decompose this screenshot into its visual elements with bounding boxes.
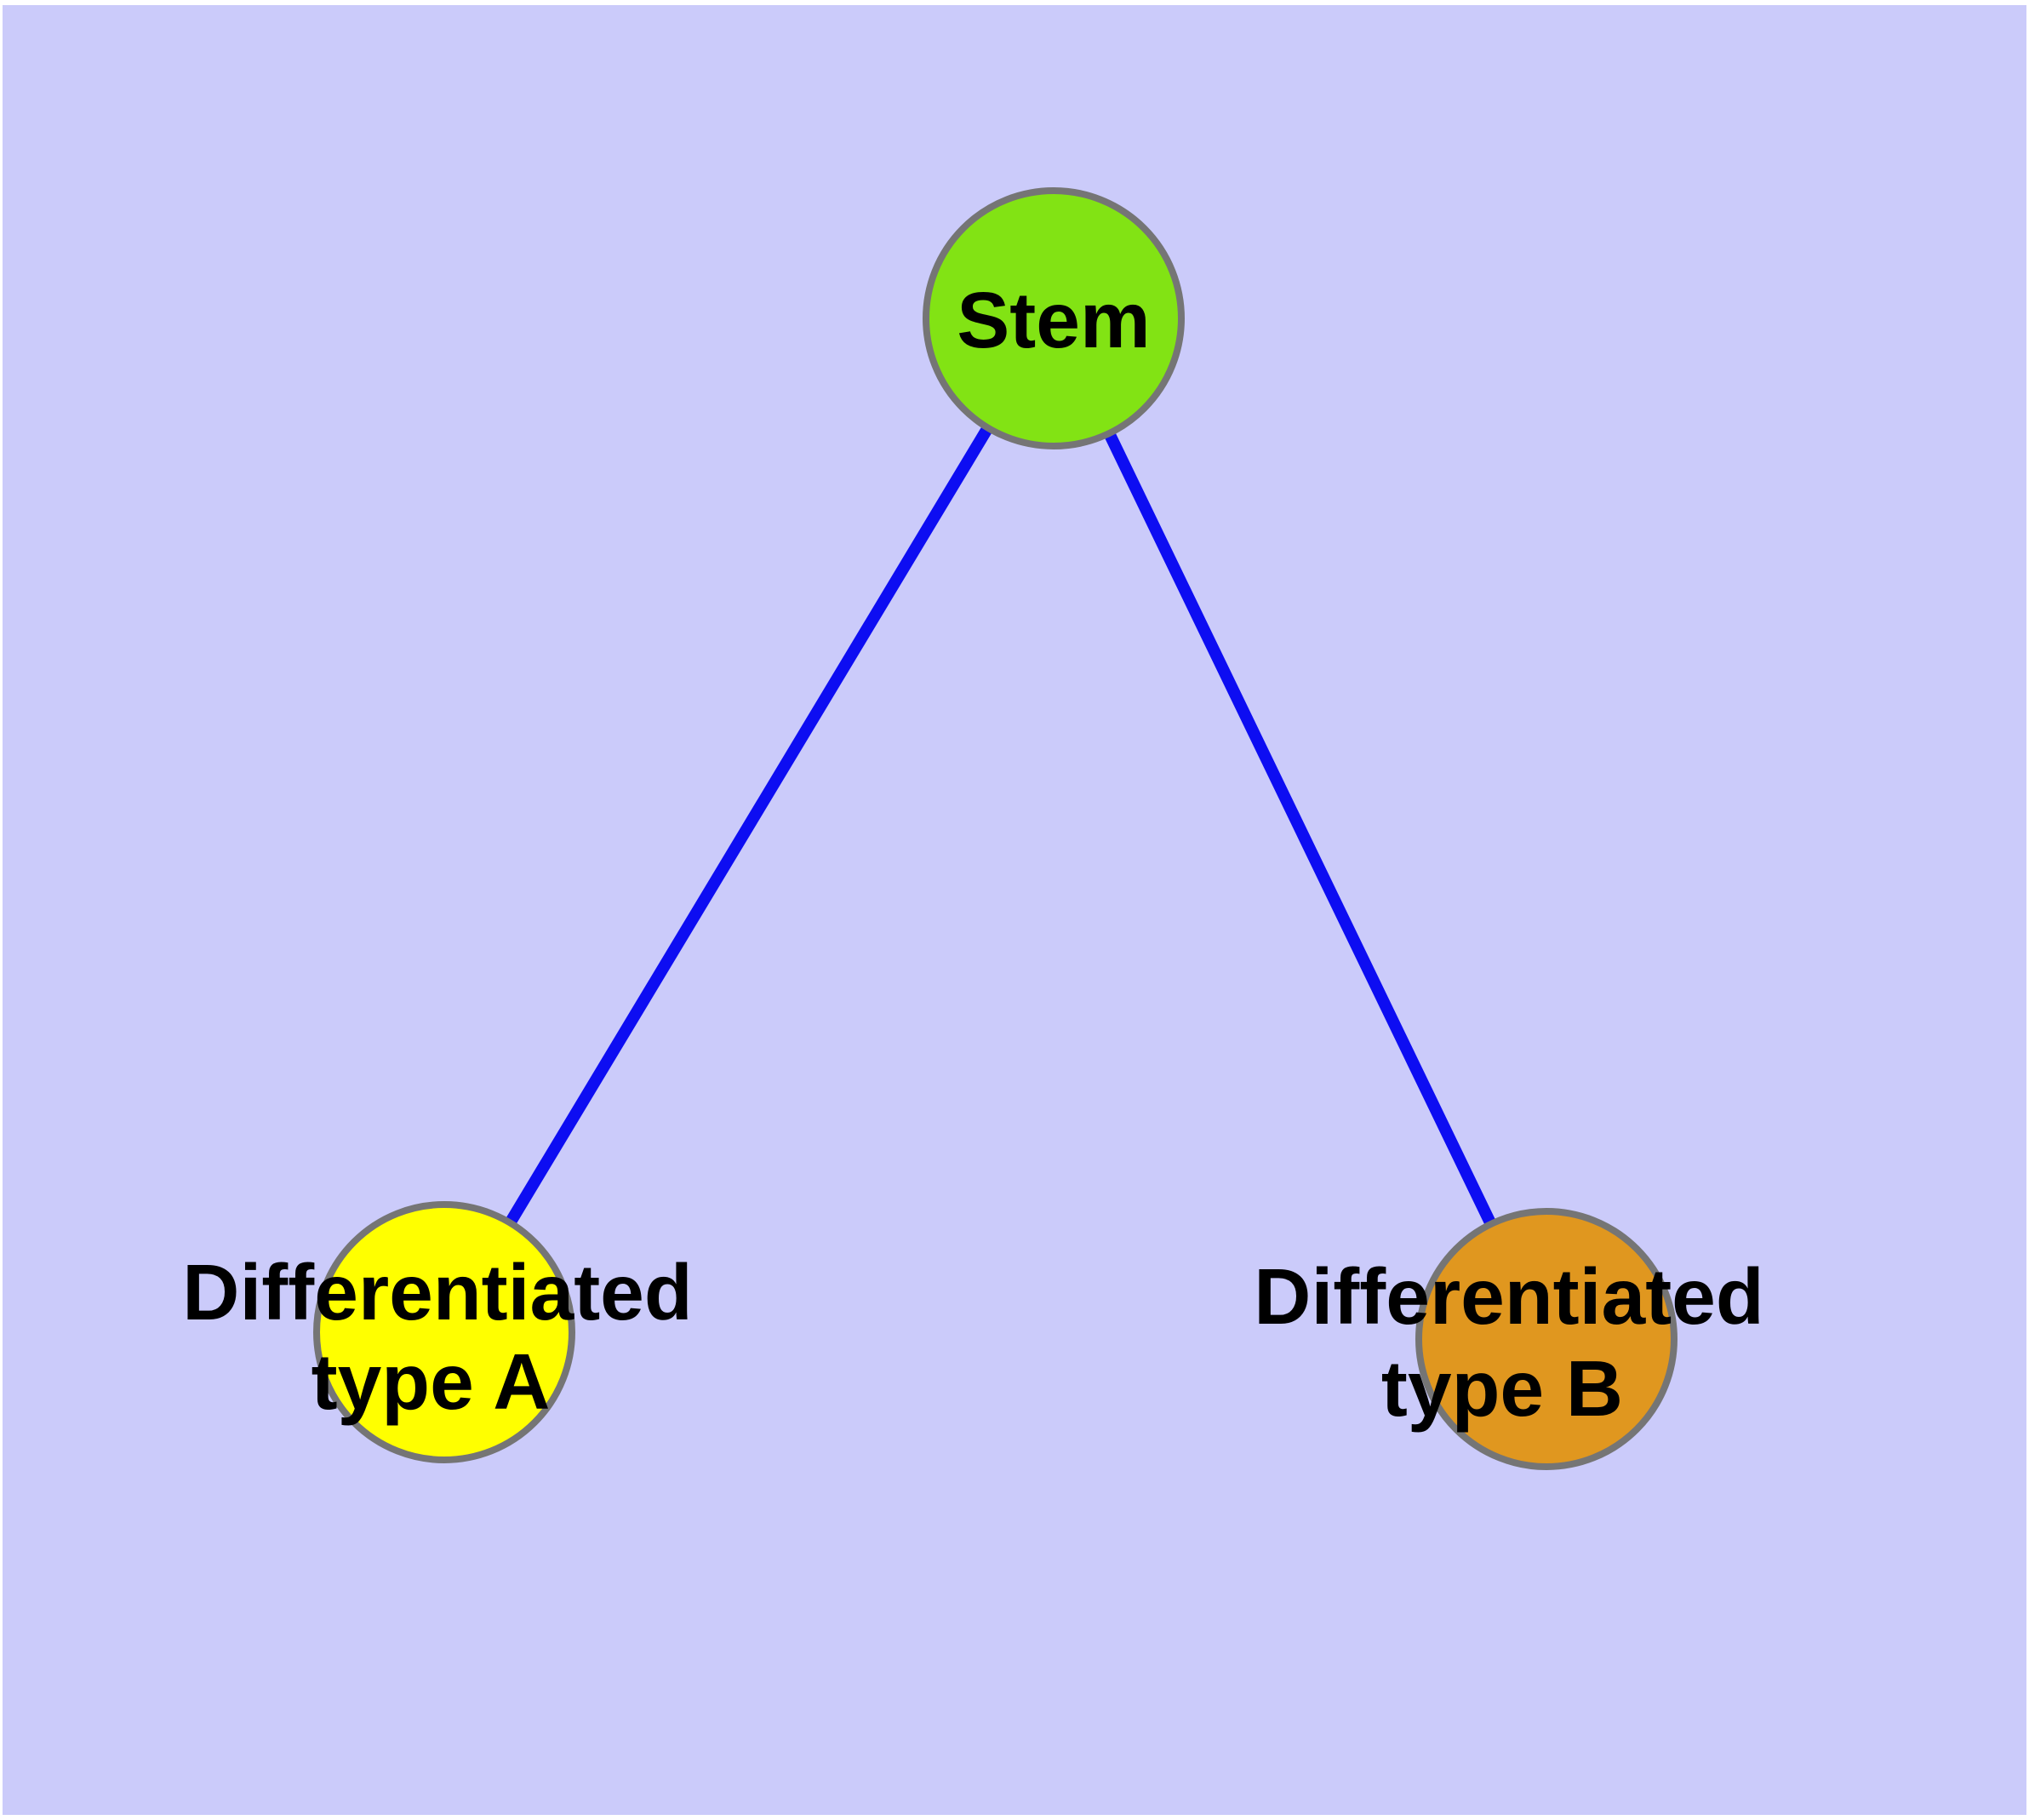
node-type-a-label-line1: Differentiated bbox=[182, 1248, 692, 1336]
node-type-b-label-line1: Differentiated bbox=[1254, 1252, 1763, 1341]
node-type-a-label-line2: type A bbox=[311, 1337, 551, 1426]
edge-stem-to-type-a bbox=[438, 312, 1060, 1338]
node-stem bbox=[923, 187, 1185, 449]
node-differentiated-type-a bbox=[313, 1201, 575, 1463]
node-stem-label: Stem bbox=[957, 276, 1150, 364]
edge-stem-to-type-b bbox=[1048, 312, 1552, 1345]
node-type-b-label-line2: type B bbox=[1381, 1344, 1623, 1433]
node-differentiated-type-b bbox=[1415, 1208, 1677, 1470]
